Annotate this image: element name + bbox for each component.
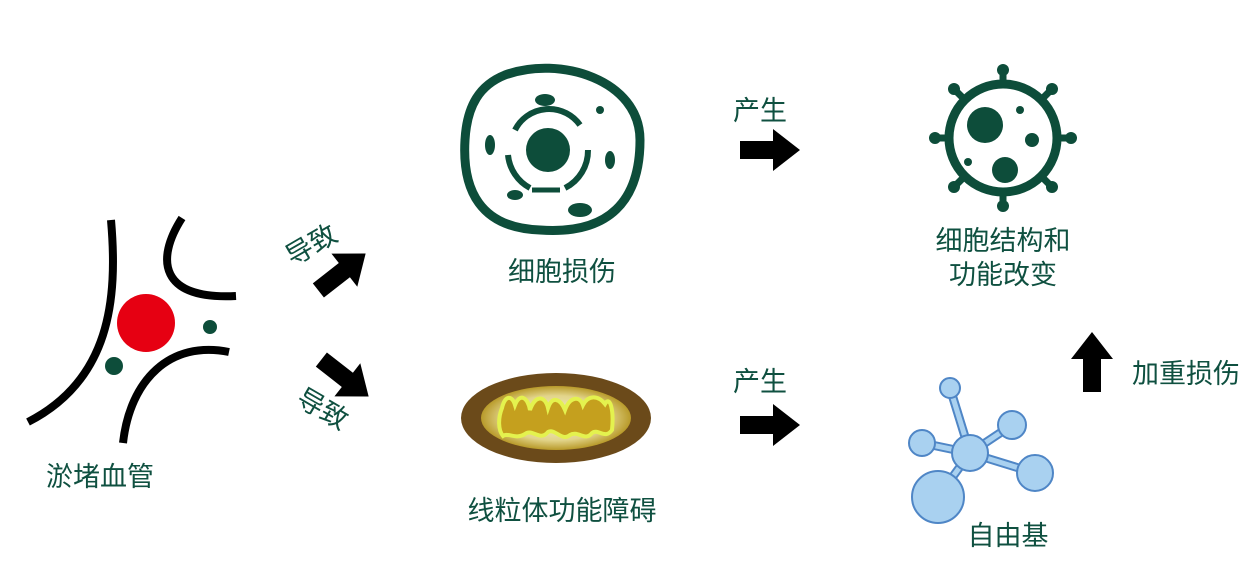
edge-label-produces-top: 产生	[733, 96, 787, 128]
blood-vessel-icon	[26, 215, 237, 444]
node-label-structure-change-1: 细胞结构和	[935, 226, 1071, 258]
edge-label-produces-bottom: 产生	[733, 367, 787, 399]
arrow-icon	[740, 404, 800, 446]
node-label-cell-damage: 细胞损伤	[508, 257, 616, 289]
edge-label-aggravates: 加重损伤	[1132, 359, 1240, 391]
node-label-structure-change-2: 功能改变	[949, 260, 1057, 292]
node-label-free-radical: 自由基	[967, 521, 1049, 553]
cell-icon	[460, 63, 645, 235]
blood-clot-icon	[117, 294, 175, 352]
free-radical-molecule-icon	[908, 377, 1054, 524]
arrow-icon	[740, 129, 800, 171]
damaged-cell-icon	[929, 64, 1077, 212]
node-label-mito-dysfunction: 线粒体功能障碍	[467, 496, 657, 528]
arrow-icon	[1071, 332, 1113, 392]
node-label-blocked-vessel: 淤堵血管	[46, 462, 154, 494]
mitochondria-icon	[461, 373, 651, 463]
